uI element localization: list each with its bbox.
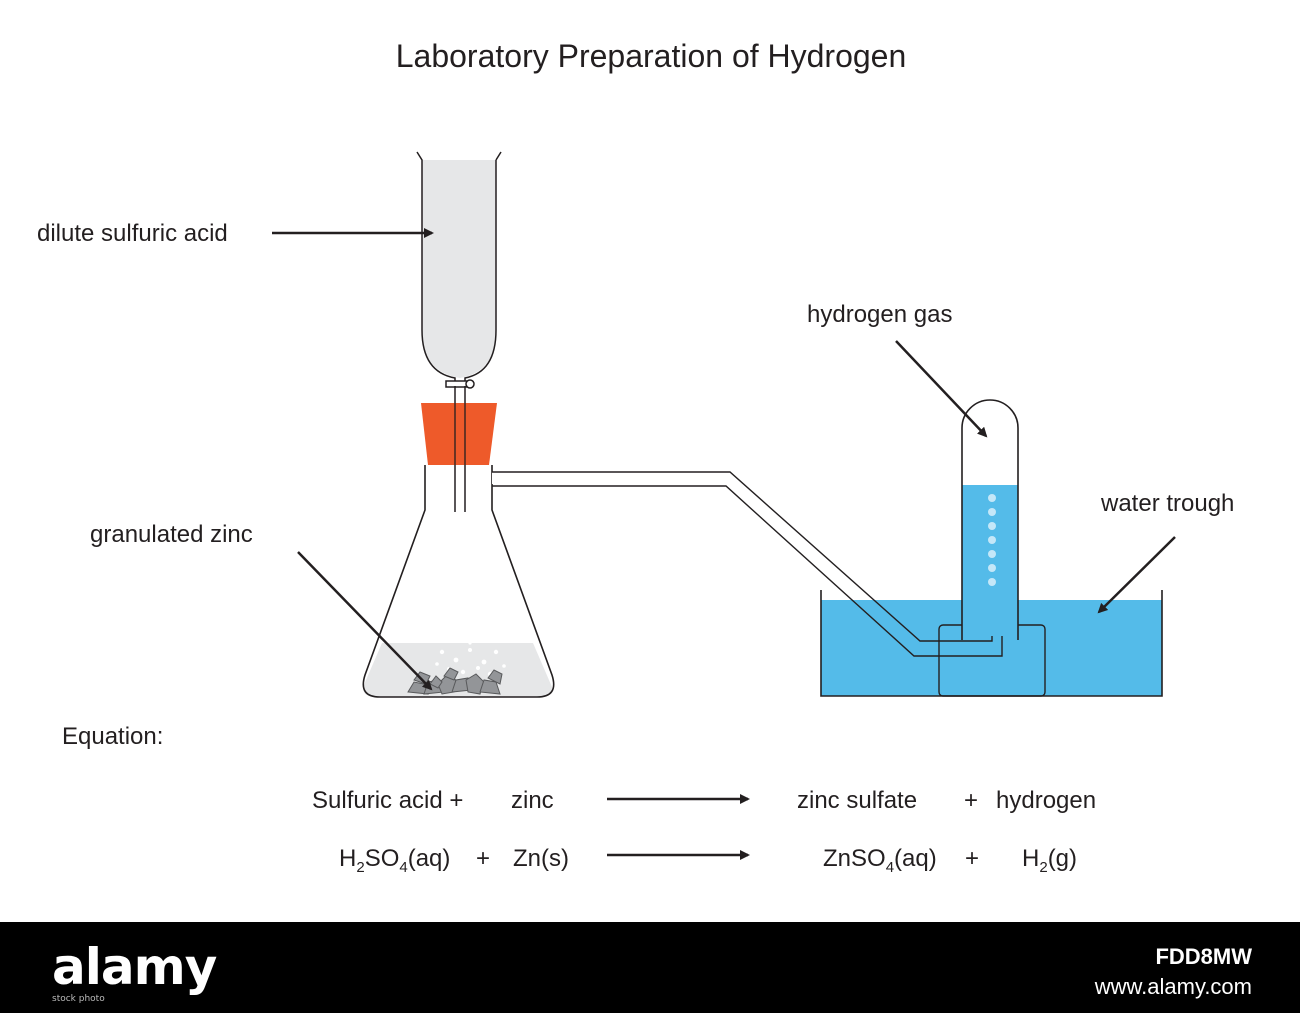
symbol-plus-2: + xyxy=(965,845,979,872)
word-reactant-zinc: zinc xyxy=(511,787,554,814)
stopcock-knob xyxy=(465,379,475,389)
tube-water xyxy=(962,485,1018,636)
symbol-zinc-sulfate: ZnSO4(aq) xyxy=(823,845,937,876)
word-reactant-acid: Sulfuric acid + xyxy=(312,787,463,814)
watermark-footer: alamy stock photo FDD8MW www.alamy.com xyxy=(0,922,1300,1013)
delivery-tube-entry xyxy=(492,472,500,484)
stopper-stem xyxy=(454,403,466,465)
symbol-equation: H2SO4(aq) + Zn(s) ZnSO4(aq) + H2(g) xyxy=(339,845,1077,876)
alamy-logo: alamy xyxy=(52,938,217,996)
flask-outline xyxy=(362,465,555,698)
equation-heading: Equation: xyxy=(62,723,163,750)
footer-url: www.alamy.com xyxy=(1094,974,1252,999)
arrow-gas xyxy=(895,340,988,438)
conical-flask xyxy=(362,465,555,698)
dropping-funnel xyxy=(416,151,502,512)
funnel-acid xyxy=(422,160,496,378)
symbol-zinc: Zn(s) xyxy=(513,845,569,872)
arrow-trough xyxy=(1097,536,1176,614)
symbol-hydrogen: H2(g) xyxy=(1022,845,1077,876)
diagram-title: Laboratory Preparation of Hydrogen xyxy=(396,38,907,74)
label-granulated-zinc: granulated zinc xyxy=(90,521,253,548)
symbol-sulfuric-acid: H2SO4(aq) xyxy=(339,845,450,876)
gas-test-tube xyxy=(961,399,1019,640)
label-hydrogen-gas: hydrogen gas xyxy=(807,301,952,328)
image-id: FDD8MW xyxy=(1155,944,1252,969)
arrow-zinc xyxy=(297,551,433,691)
symbol-plus-1: + xyxy=(476,845,490,872)
word-product-sulfate: zinc sulfate xyxy=(797,787,917,814)
tube-outline xyxy=(961,399,1019,640)
gas-bubbles xyxy=(988,494,996,586)
rubber-stopper xyxy=(421,403,497,465)
word-plus: + xyxy=(964,787,978,814)
label-dilute-sulfuric-acid: dilute sulfuric acid xyxy=(37,220,228,247)
flask-acid-liquid xyxy=(363,643,552,697)
alamy-logo-tagline: stock photo xyxy=(52,994,105,1004)
funnel-outline xyxy=(416,151,502,386)
label-water-trough: water trough xyxy=(1100,490,1234,517)
word-product-hydrogen: hydrogen xyxy=(996,787,1096,814)
word-equation: Sulfuric acid + zinc zinc sulfate + hydr… xyxy=(312,787,1096,814)
